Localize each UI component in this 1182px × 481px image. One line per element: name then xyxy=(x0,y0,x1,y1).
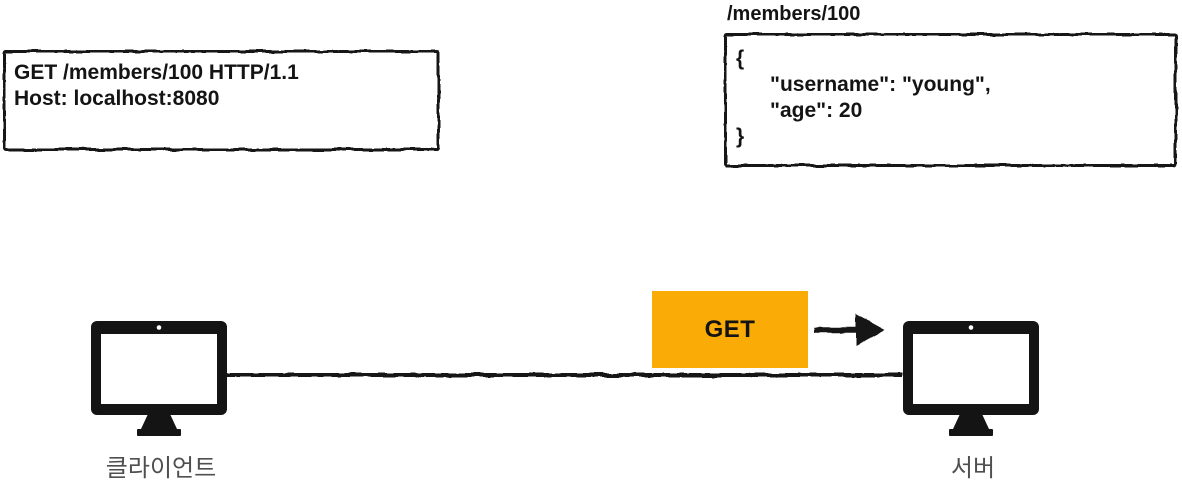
json-open-brace: { xyxy=(736,47,745,70)
response-json-box-border xyxy=(724,33,1177,167)
response-json-text: { "username": "young", "age": 20 } xyxy=(736,46,991,150)
resource-path-label: /members/100 xyxy=(727,3,861,25)
http-request-box: GET /members/100 HTTP/1.1 Host: localhos… xyxy=(3,50,440,151)
json-username-line: "username": "young", xyxy=(770,73,991,96)
http-request-box-border xyxy=(3,50,440,151)
server-computer-icon xyxy=(903,321,1039,436)
client-server-connection-line xyxy=(227,373,903,377)
json-age-line: "age": 20 xyxy=(770,99,863,122)
json-close-brace: } xyxy=(736,125,745,148)
client-computer-icon xyxy=(91,321,227,436)
http-method-badge: GET xyxy=(652,291,808,368)
right-arrow-icon xyxy=(814,314,885,346)
request-start-line: GET /members/100 HTTP/1.1 xyxy=(14,61,299,84)
http-method-label: GET xyxy=(704,315,756,343)
client-label: 클라이언트 xyxy=(105,455,217,481)
response-json-box: { "username": "young", "age": 20 } xyxy=(724,33,1177,167)
http-request-text: GET /members/100 HTTP/1.1 Host: localhos… xyxy=(14,60,299,112)
server-label: 서버 xyxy=(950,455,996,481)
request-host-header: Host: localhost:8080 xyxy=(14,87,220,110)
